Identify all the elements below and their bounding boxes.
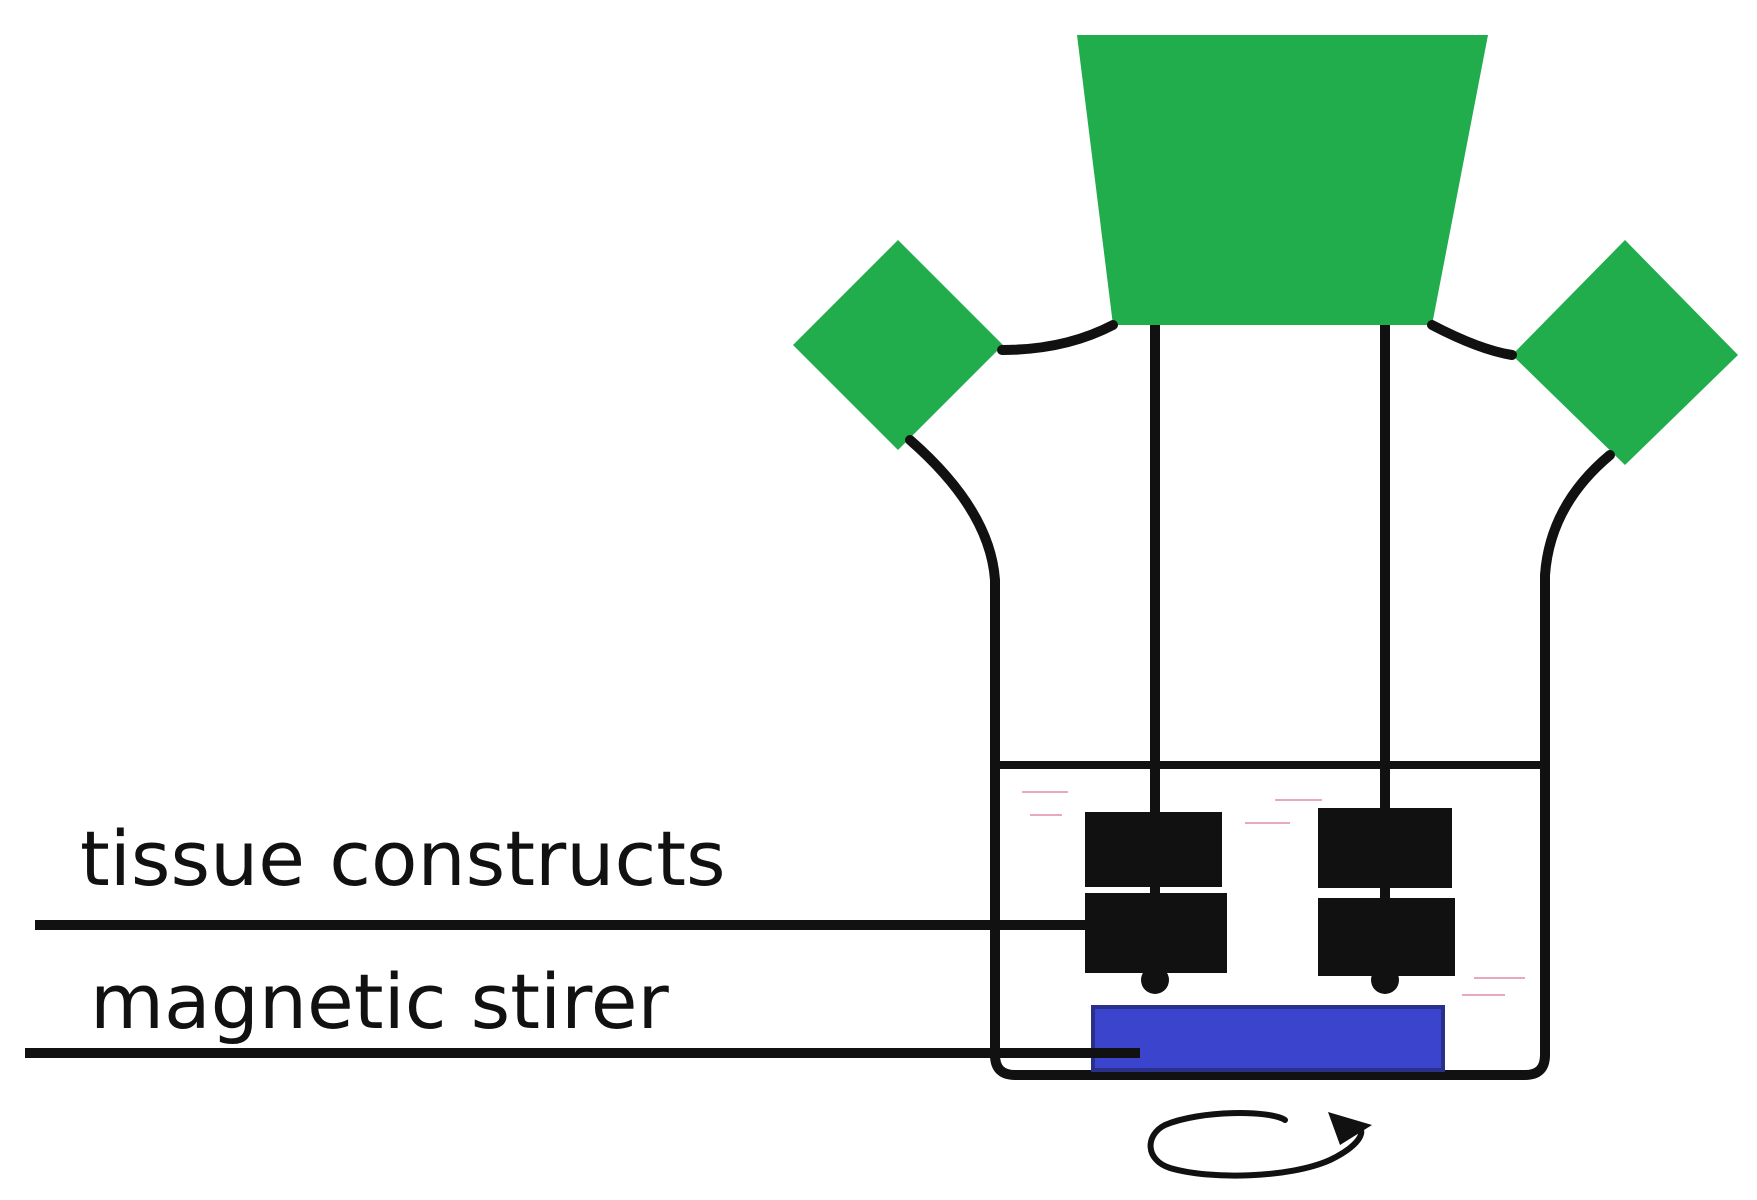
- rotation-arrow-icon: [1147, 1110, 1372, 1179]
- flask-outline: [905, 320, 1615, 1080]
- construct-left-top: [1085, 812, 1222, 887]
- magnetic-stirrer-label: magnetic stirer: [90, 957, 669, 1046]
- left-side-stopper: [793, 240, 1003, 450]
- magnetic-stir-bar: [1091, 1005, 1445, 1072]
- center-stopper: [1077, 35, 1488, 325]
- medium-marks: [1022, 791, 1525, 996]
- tissue-constructs: [1085, 808, 1455, 976]
- construct-right-top: [1318, 808, 1452, 888]
- tissue-constructs-label: tissue constructs: [80, 814, 726, 903]
- construct-left-bottom: [1085, 893, 1227, 973]
- right-side-stopper: [1512, 240, 1738, 465]
- construct-right-bottom: [1318, 898, 1455, 976]
